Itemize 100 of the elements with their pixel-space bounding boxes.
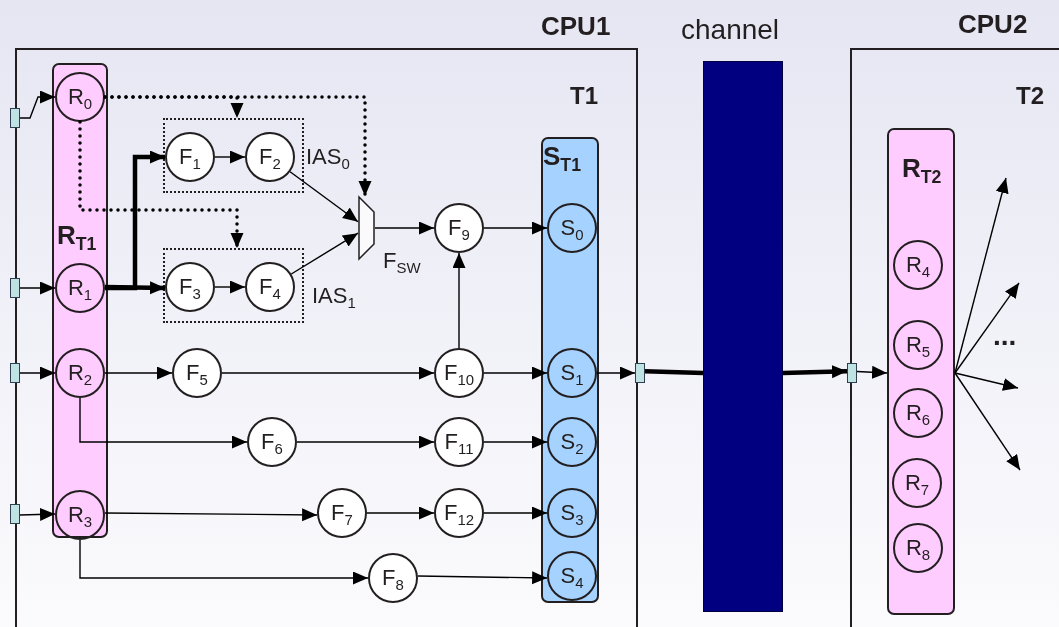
circle-node — [547, 348, 597, 398]
circle-node — [547, 203, 597, 253]
node-label: F$_{1}$ — [179, 146, 201, 168]
arrow — [954, 282, 1020, 374]
node-label: R$_{0}$ — [67, 86, 93, 108]
node-label: F$_{7}$ — [331, 502, 353, 524]
circle-node — [55, 348, 105, 398]
circle-node — [434, 203, 484, 253]
arrow — [214, 150, 246, 164]
circle-node — [55, 490, 105, 540]
heading-label: R$_{T1}$ — [57, 222, 97, 248]
node-label: F$_{9}$ — [448, 217, 470, 239]
port-box — [10, 504, 20, 524]
node-label: F$_{10}$ — [443, 362, 475, 384]
circle-node — [547, 417, 597, 467]
arrow — [483, 435, 548, 449]
circle-node — [892, 458, 942, 508]
circle-node — [172, 348, 222, 398]
node-label: S$_{4}$ — [560, 565, 584, 587]
node-label: R$_{8}$ — [905, 537, 931, 559]
arrow — [954, 372, 1021, 471]
arrow — [417, 571, 548, 585]
node-label: R$_{3}$ — [67, 504, 93, 526]
node-label: R$_{4}$ — [905, 254, 931, 276]
heading-label: R$_{T2}$ — [902, 155, 942, 181]
circle-node — [893, 388, 943, 438]
heading-label: IAS$_{0}$ — [306, 146, 350, 168]
node-label: R$_{1}$ — [67, 277, 93, 299]
node-label: F$_{11}$ — [444, 431, 474, 453]
circle-node — [247, 417, 297, 467]
arrow — [483, 506, 548, 520]
heading-label: S$_{T1}$ — [543, 143, 581, 169]
node-label: F$_{3}$ — [179, 276, 201, 298]
circle-node — [547, 551, 597, 601]
port-box — [635, 363, 645, 383]
arrow — [596, 366, 636, 380]
circle-node — [165, 132, 215, 182]
dotted-arrow — [103, 95, 372, 198]
circle-node — [434, 488, 484, 538]
arrow — [19, 281, 56, 295]
arrow — [221, 366, 435, 380]
node-label: F$_{4}$ — [259, 276, 281, 298]
rounded-band — [52, 63, 108, 538]
arrow — [19, 90, 56, 119]
arrow — [954, 372, 1019, 391]
arrow — [79, 539, 369, 585]
node-label: R$_{6}$ — [905, 402, 931, 424]
circle-node — [55, 263, 105, 313]
arrow — [954, 177, 1009, 374]
arrow — [483, 366, 548, 380]
arrow — [214, 280, 246, 294]
port-box — [10, 363, 20, 383]
arrow — [104, 508, 318, 522]
circle-node — [368, 553, 418, 603]
thick-arrow — [782, 365, 848, 379]
node-label: R$_{2}$ — [67, 362, 93, 384]
node-label: S$_{1}$ — [560, 362, 584, 384]
heading-label: IAS$_{1}$ — [312, 285, 356, 307]
circle-node — [245, 262, 295, 312]
side-label: F$_{SW}$ — [383, 250, 421, 272]
thick-arrow — [105, 150, 165, 291]
heading-label: channel — [681, 16, 780, 44]
arrow — [289, 171, 359, 223]
port-box — [10, 108, 20, 128]
node-label: F$_{8}$ — [382, 567, 404, 589]
heading-label: T2 — [1016, 84, 1044, 108]
heading-label: CPU1 — [541, 13, 611, 39]
node-label: R$_{7}$ — [904, 472, 930, 494]
arrow — [856, 365, 888, 379]
arrow — [374, 221, 435, 235]
node-label: S$_{0}$ — [560, 217, 584, 239]
circle-node — [893, 320, 943, 370]
circle-node — [165, 262, 215, 312]
circle-node — [317, 488, 367, 538]
circle-node — [55, 72, 105, 122]
arrow — [296, 435, 435, 449]
circle-node — [893, 240, 943, 290]
port-box — [847, 363, 857, 383]
rounded-band — [541, 137, 599, 603]
node-label: S$_{3}$ — [560, 502, 584, 524]
node-label: S$_{2}$ — [560, 431, 584, 453]
arrow — [79, 397, 248, 449]
arrow — [104, 366, 173, 380]
dotted-arrow — [78, 120, 244, 250]
node-label: F$_{5}$ — [186, 362, 208, 384]
arrow — [483, 221, 548, 235]
circle-node — [434, 348, 484, 398]
arrow — [452, 252, 466, 349]
node-label: F$_{12}$ — [443, 502, 475, 524]
circle-node — [893, 523, 943, 573]
rounded-band — [887, 128, 955, 615]
heading-label: CPU2 — [958, 11, 1028, 37]
node-label: F$_{2}$ — [259, 146, 281, 168]
node-label: F$_{6}$ — [261, 431, 283, 453]
circle-node — [434, 417, 484, 467]
ellipsis-text: ... — [993, 322, 1017, 350]
circle-node — [547, 488, 597, 538]
arrow — [290, 232, 359, 275]
arrow — [366, 506, 435, 520]
circle-node — [245, 132, 295, 182]
